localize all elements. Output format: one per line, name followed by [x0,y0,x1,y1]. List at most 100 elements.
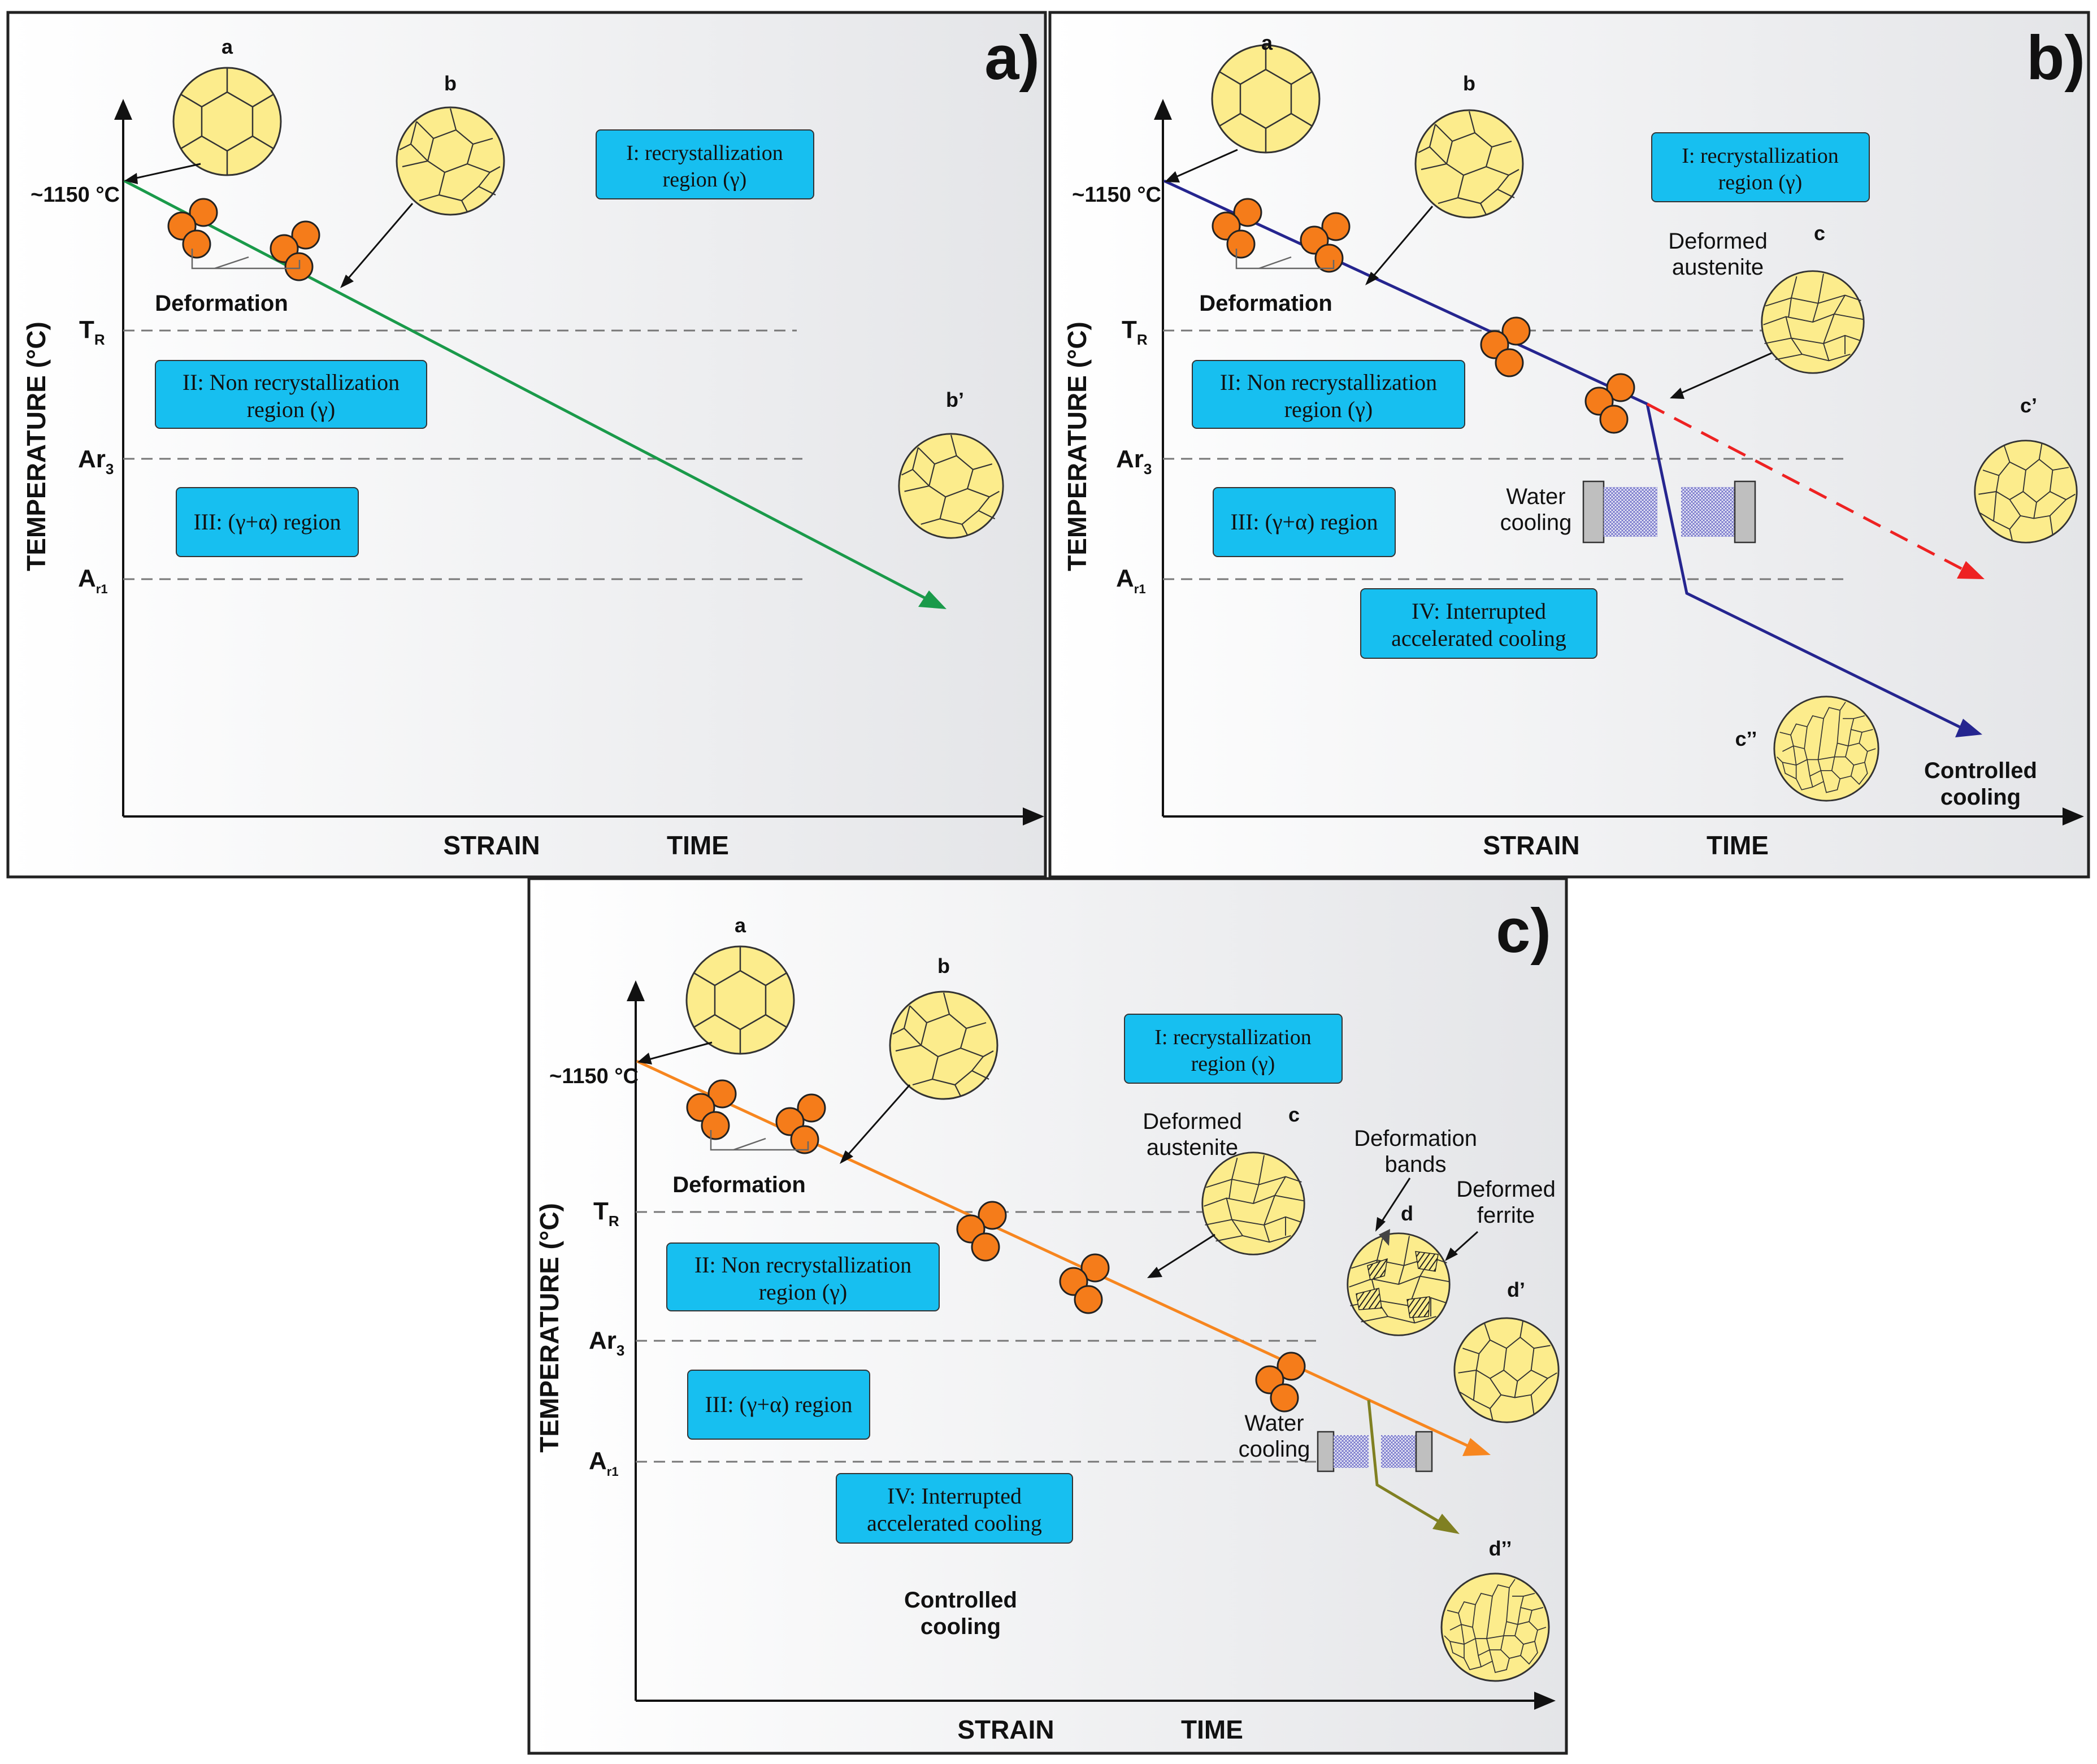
temp-start-label: ~1150 °C [1072,183,1161,207]
deformed-austenite-line2: austenite [1672,255,1764,280]
grain-c [1201,1152,1305,1255]
temp-start-label: ~1150 °C [549,1065,639,1088]
grain-a-label: a [735,914,746,937]
grain-b [889,990,998,1100]
water-cooling-line1: Water [1244,1411,1304,1436]
ar1-label: Ar1 [1116,564,1146,596]
x-axis-arrow [1534,1692,1556,1710]
ar1-label: Ar1 [78,564,108,596]
region-iv-line2: accelerated cooling [1391,625,1566,651]
region-iii-label: III: (γ+α) region [705,1392,852,1417]
x-axis-time: TIME [667,831,729,860]
tr-label: TR [593,1197,619,1229]
grain-c-prime [1974,440,2078,544]
region-iii-label: III: (γ+α) region [1230,509,1378,535]
interrupted-path-arrowhead [1432,1514,1460,1534]
deformed-ferrite-line1: Deformed [1456,1177,1556,1202]
grain-c-label: c [1814,221,1825,245]
cooling-path-arrowhead [918,590,947,609]
controlled-cooling-line1: Controlled [1924,758,2037,783]
x-axis-time: TIME [1181,1715,1243,1744]
region-ii-line1: II: Non recrystallization [1220,370,1437,395]
deformation-label: Deformation [1199,291,1332,316]
ar3-label: Ar3 [589,1327,624,1359]
y-axis-arrow [627,980,645,1001]
grain-d-dprime-label: d’’ [1489,1537,1512,1560]
deformed-austenite-line1: Deformed [1668,229,1768,254]
region-iv-line2: accelerated cooling [867,1510,1042,1536]
grain-b-label: b [444,72,457,95]
y-axis-arrow [114,99,132,120]
controlled-cooling-line2: cooling [1940,785,2021,810]
x-axis-time: TIME [1707,831,1769,860]
region-ii-line2: region (γ) [247,397,336,422]
region-i-line2: region (γ) [1718,171,1803,194]
region-iv-line1: IV: Interrupted [1412,598,1546,624]
deformed-austenite-line2: austenite [1147,1135,1238,1160]
deformed-austenite-line1: Deformed [1143,1109,1242,1134]
deformation-label: Deformation [672,1172,806,1197]
grain-a-label: a [1261,31,1273,54]
region-i-line1: I: recrystallization [1154,1026,1312,1049]
controlled-cooling-line2: cooling [921,1614,1001,1639]
tr-label: TR [79,316,105,348]
grain-d [1347,1229,1451,1336]
grain-b-label: b [1463,72,1475,95]
region-iv-line1: IV: Interrupted [887,1483,1022,1509]
panel-label-a: a) [984,23,1040,93]
ar3-label: Ar3 [1116,445,1152,477]
grain-b [1414,109,1524,219]
region-i-line2: region (γ) [663,168,747,192]
grain-c-prime-label: c’ [2020,394,2037,417]
ar3-label: Ar3 [78,445,114,477]
interrupted-cooling-path [1367,1400,1442,1524]
region-ii-line2: region (γ) [759,1279,848,1305]
x-axis-arrow [1023,807,1044,825]
panel-label-c: c) [1496,896,1551,966]
region-i-line1: I: recrystallization [1682,144,1839,168]
grain-c-dprime [1773,696,1879,802]
region-i-line1: I: recrystallization [626,141,783,165]
region-ii-line1: II: Non recrystallization [183,370,400,395]
grain-d-prime [1453,1317,1560,1423]
region-i-line2: region (γ) [1191,1052,1275,1076]
region-ii-line2: region (γ) [1284,397,1373,422]
cooling-path [636,1059,1470,1448]
deformation-bands-line1: Deformation [1354,1126,1477,1151]
water-cooling-line1: Water [1506,484,1565,509]
y-axis-title: TEMPERATURE (°C) [535,1203,564,1453]
grain-d-prime-label: d’ [1507,1278,1525,1301]
dashed-path-arrowhead [1957,561,1985,579]
region-iii-label: III: (γ+α) region [193,509,341,535]
grain-b-prime [898,433,1004,539]
grain-c-label: c [1288,1103,1300,1126]
grain-a-label: a [222,35,233,58]
cooling-path-arrowhead [1955,719,1982,737]
cooling-path [1163,179,1965,731]
panel-a: a) ~1150 °C TR Ar3 Ar1 TEMPERATURE (°C) … [6,11,1047,879]
panel-b: b) ~1150 °C TR Ar3 Ar1 TEMPERATURE (°C) … [1048,11,2090,879]
grain-b [396,106,505,216]
cooling-path [123,179,928,601]
grain-c-dprime-label: c’’ [1735,727,1757,750]
water-cooling-device [1317,1431,1433,1472]
y-axis-arrow [1154,99,1172,120]
y-axis-title: TEMPERATURE (°C) [1062,321,1092,571]
water-cooling-line2: cooling [1239,1437,1310,1462]
grain-b-prime-label: b’ [946,388,964,411]
temp-start-label: ~1150 °C [31,183,120,207]
water-cooling-line2: cooling [1500,510,1572,535]
panel-label-b: b) [2026,23,2085,93]
x-axis-strain: STRAIN [957,1715,1054,1744]
tr-label: TR [1122,316,1148,348]
panel-c: c) ~1150 °C TR Ar3 Ar1 TEMPERATURE (°C) … [527,877,1568,1755]
x-axis-strain: STRAIN [1483,831,1579,860]
grain-b-label: b [937,954,950,977]
grain-a [685,945,795,1055]
deformed-ferrite-line2: ferrite [1477,1203,1535,1228]
x-axis-strain: STRAIN [443,831,540,860]
grain-a [1211,44,1321,154]
y-axis-title: TEMPERATURE (°C) [21,321,51,571]
deformation-label: Deformation [155,291,288,316]
